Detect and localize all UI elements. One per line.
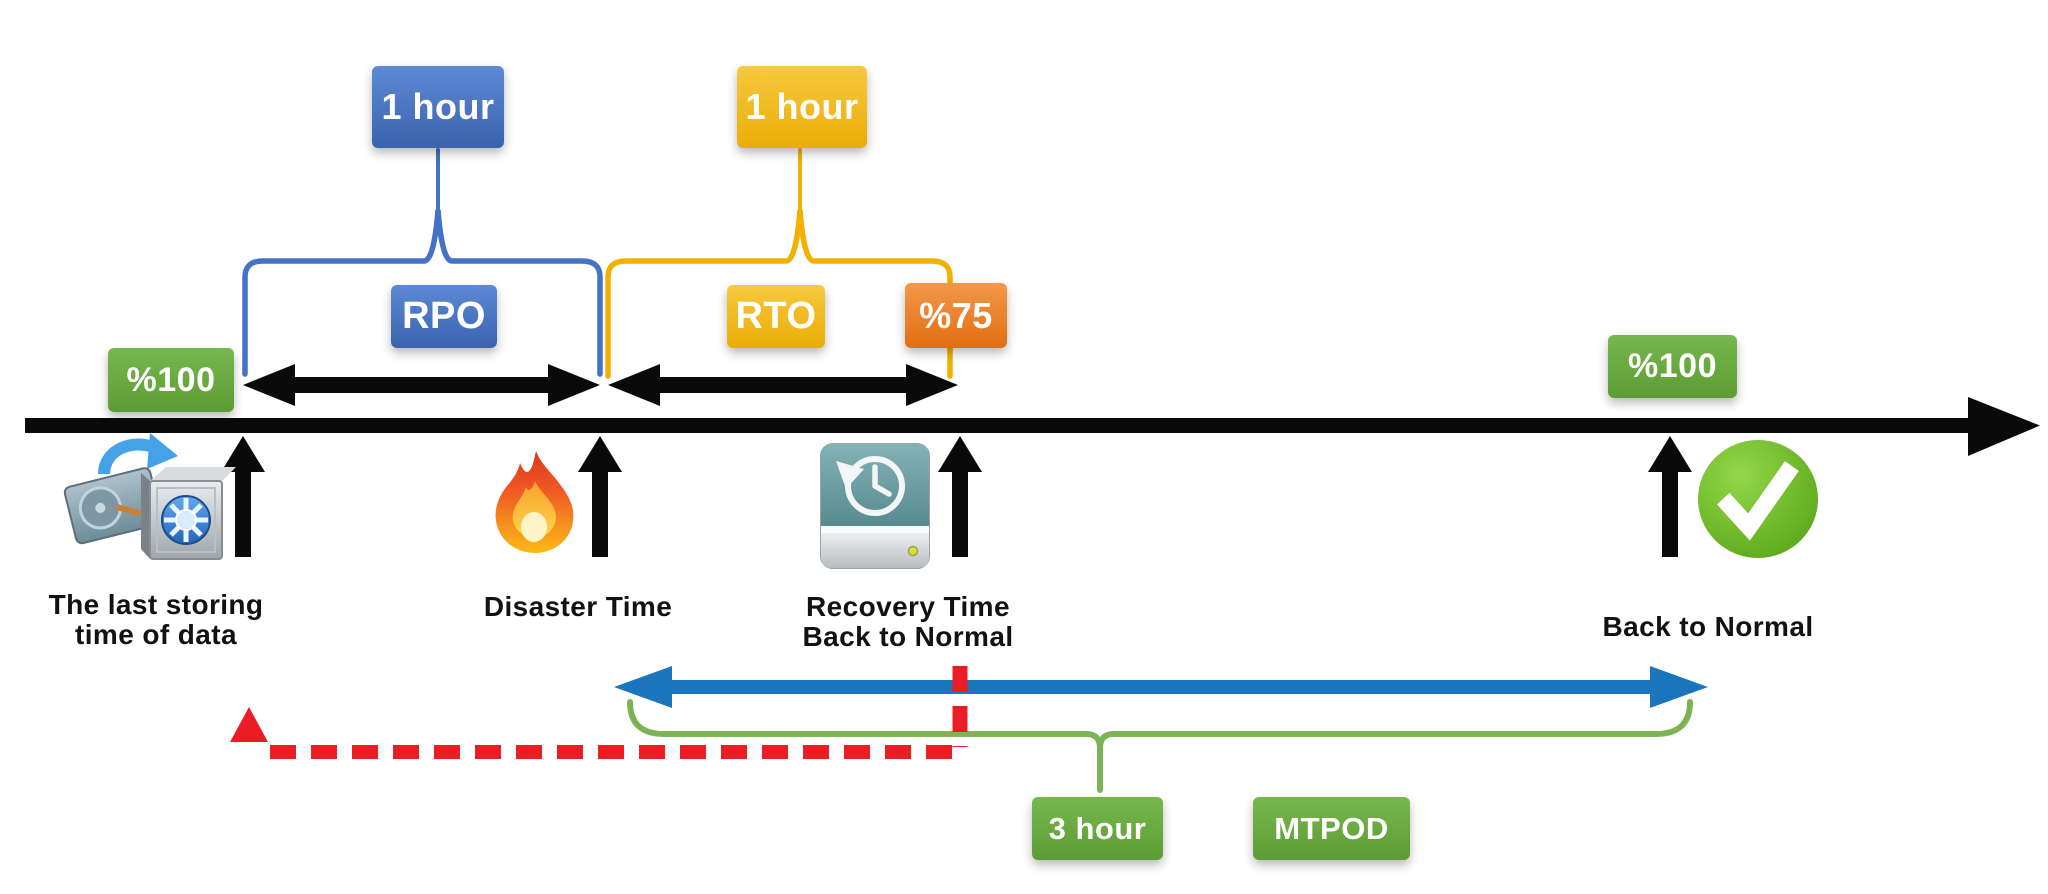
badge-rpo: RPO [391,285,497,348]
label-last-storing-time: The last storing time of data [48,589,264,651]
time-machine-drive-icon [820,443,930,569]
badge-rpo-duration: 1 hour [372,66,504,148]
span-arrows [243,364,958,406]
badge-pct100-start: %100 [108,348,234,412]
badge-rto: RTO [727,285,825,348]
label-recovery-time: Recovery Time Back to Normal [802,591,1014,653]
marker-recovery-arrow-icon [938,436,982,557]
marker-disaster-arrow-icon [578,436,622,557]
backup-icon [63,433,236,560]
badge-mtpod: MTPOD [1253,797,1410,860]
timeline-axis [25,397,2040,456]
recovery-window-arrow [614,666,1708,708]
badge-pct75: %75 [905,283,1007,348]
marker-last-storing-arrow-icon [221,436,265,557]
rto-span-arrow [608,364,958,406]
label-back-to-normal: Back to Normal [1602,611,1814,642]
event-marker-arrows [221,436,1692,557]
red-dashed-return-path [230,666,968,759]
marker-back-to-normal-arrow-icon [1648,436,1692,557]
rpo-brace [242,148,603,377]
red-arrowhead-icon [230,707,268,742]
badge-mtpod-duration: 3 hour [1032,797,1163,860]
mtpod-brace [627,699,1693,793]
rto-brace [605,148,953,379]
flame-icon [495,451,574,553]
badge-rto-duration: 1 hour [737,66,867,148]
check-circle-icon [1698,440,1818,558]
label-disaster-time: Disaster Time [483,591,673,622]
badge-pct100-end: %100 [1608,335,1737,398]
rpo-span-arrow [243,364,600,406]
